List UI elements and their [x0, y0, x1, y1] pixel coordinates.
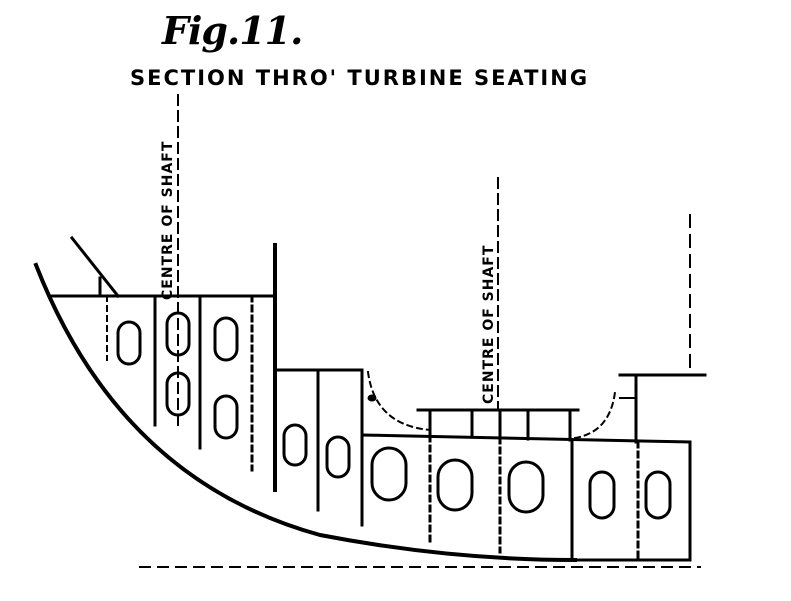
lightening-hole [372, 448, 406, 500]
lightening-hole [590, 472, 614, 518]
lightening-hole [646, 472, 670, 518]
center-seat-top [362, 435, 690, 442]
lightening-hole [438, 460, 472, 510]
frame-slope-top [72, 238, 118, 296]
figure-number: Fig.11. [162, 8, 303, 53]
shaft-centre-label-right: CENTRE OF SHAFT [481, 244, 497, 404]
shaft-centre-label-left: CENTRE OF SHAFT [160, 140, 176, 300]
lightening-hole [327, 437, 349, 477]
lightening-hole [167, 313, 189, 355]
lightening-hole [215, 318, 237, 360]
lightening-hole [215, 396, 237, 438]
figure-title: SECTION THRO' TURBINE SEATING [130, 66, 590, 90]
turbine-casing-left [368, 372, 430, 430]
lightening-hole [167, 373, 189, 415]
lightening-hole [284, 425, 306, 465]
pipe-dot [368, 395, 376, 401]
hull-bottom-curve [36, 265, 575, 560]
turbine-casing-right [575, 392, 615, 438]
lightening-hole [509, 462, 543, 512]
lightening-hole [118, 322, 140, 364]
